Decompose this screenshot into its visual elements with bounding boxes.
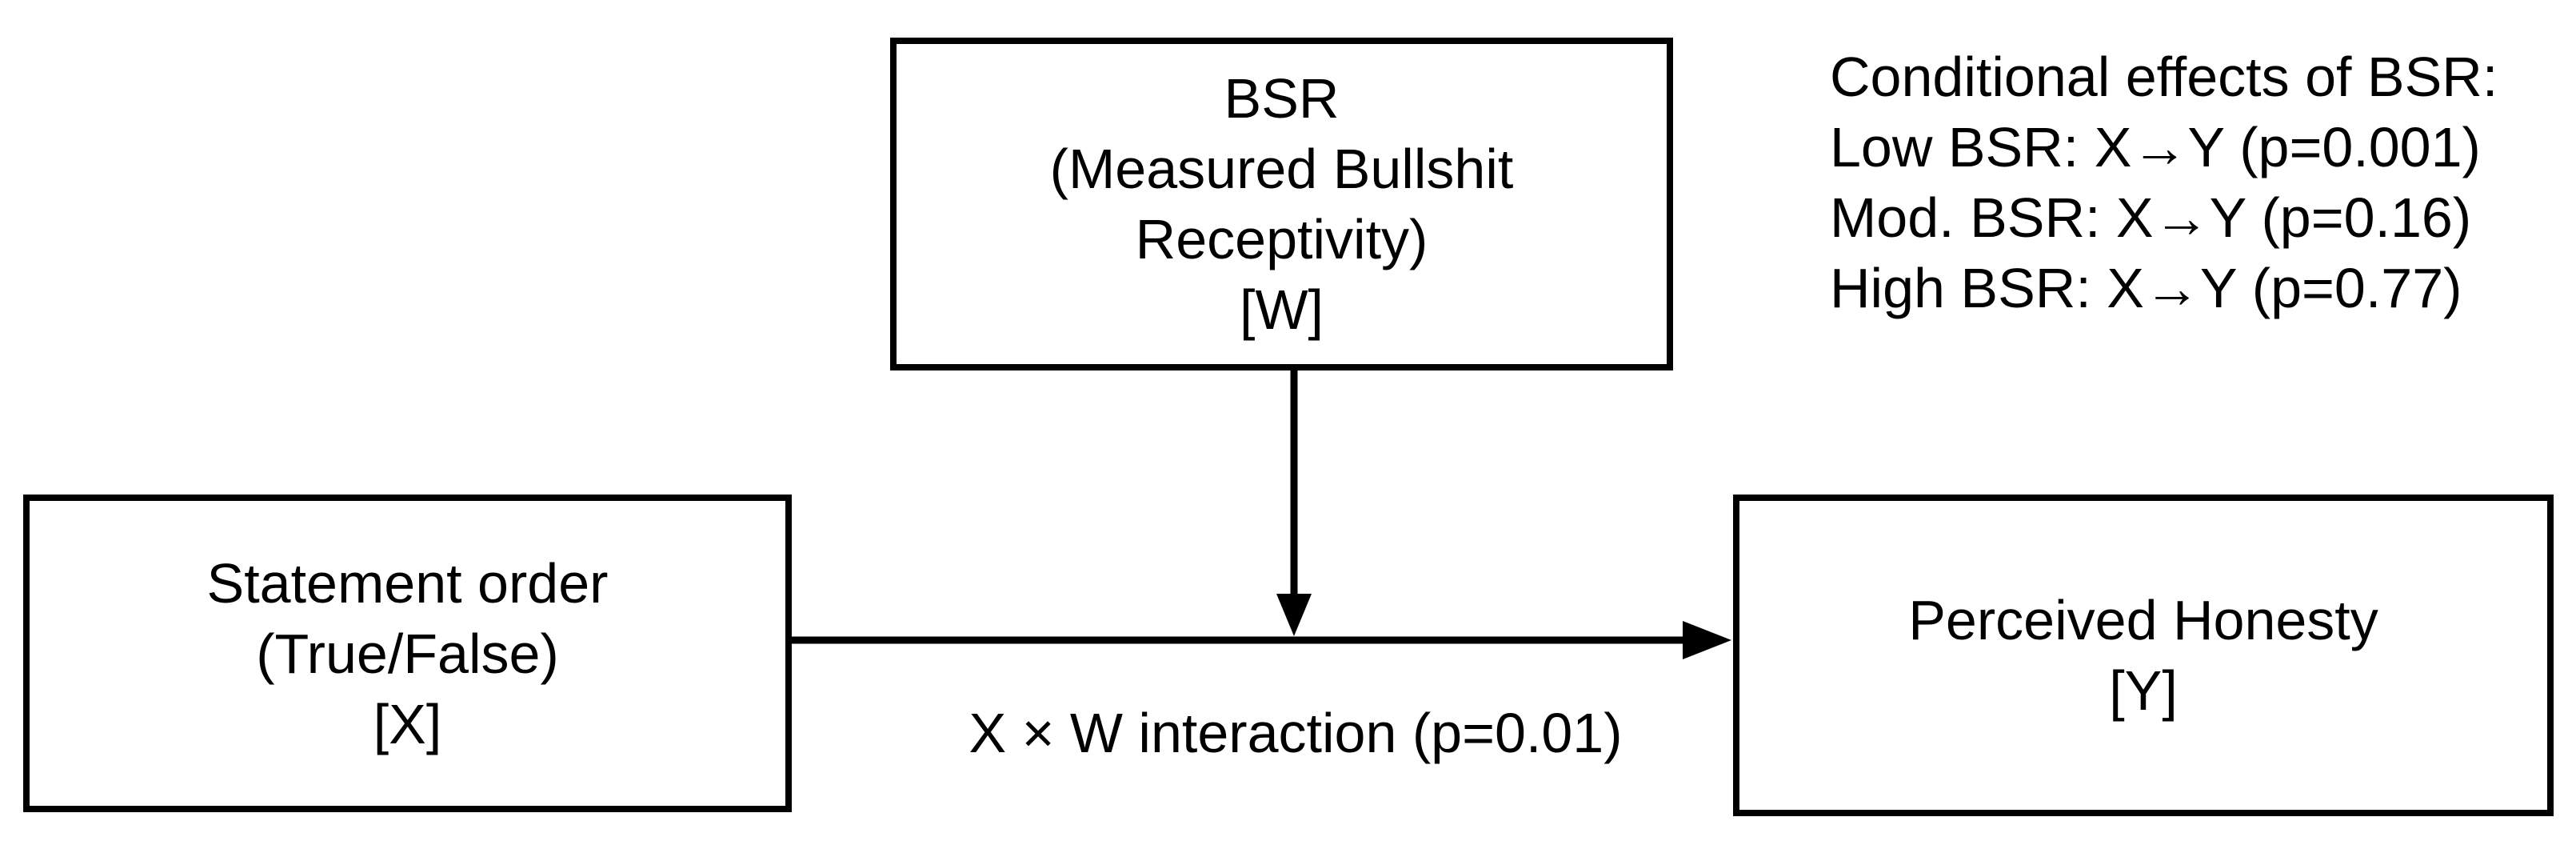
note-line: Mod. BSR: X→Y (p=0.16): [1830, 186, 2472, 249]
predictor-box: Statement order (True/False) [X]: [23, 495, 792, 812]
direct-effect-arrow: [792, 621, 1731, 659]
arrowhead: [1276, 594, 1312, 636]
box-label-line: Statement order: [206, 551, 609, 615]
arrowhead: [1683, 621, 1731, 659]
box-label-line: Perceived Honesty: [1908, 589, 2378, 651]
box-label-line: Receptivity): [1135, 208, 1428, 270]
box-label-line: [W]: [1240, 278, 1324, 341]
moderator-box: BSR (Measured Bullshit Receptivity) [W]: [890, 38, 1673, 370]
note-line: Low BSR: X→Y (p=0.001): [1830, 116, 2481, 178]
box-label-line: [Y]: [2109, 659, 2178, 722]
box-label-line: [X]: [373, 692, 442, 755]
box-label-line: BSR: [1224, 67, 1340, 130]
box-label-line: (True/False): [256, 622, 559, 685]
conditional-effects-note: Conditional effects of BSR: Low BSR: X→Y…: [1830, 42, 2498, 323]
note-line: High BSR: X→Y (p=0.77): [1830, 257, 2462, 319]
interaction-path-label: X × W interaction (p=0.01): [968, 702, 1623, 764]
moderation-arrow: [1276, 370, 1312, 636]
box-label-line: (Measured Bullshit: [1049, 138, 1514, 200]
note-title: Conditional effects of BSR:: [1830, 46, 2498, 108]
outcome-box: Perceived Honesty [Y]: [1733, 495, 2554, 816]
